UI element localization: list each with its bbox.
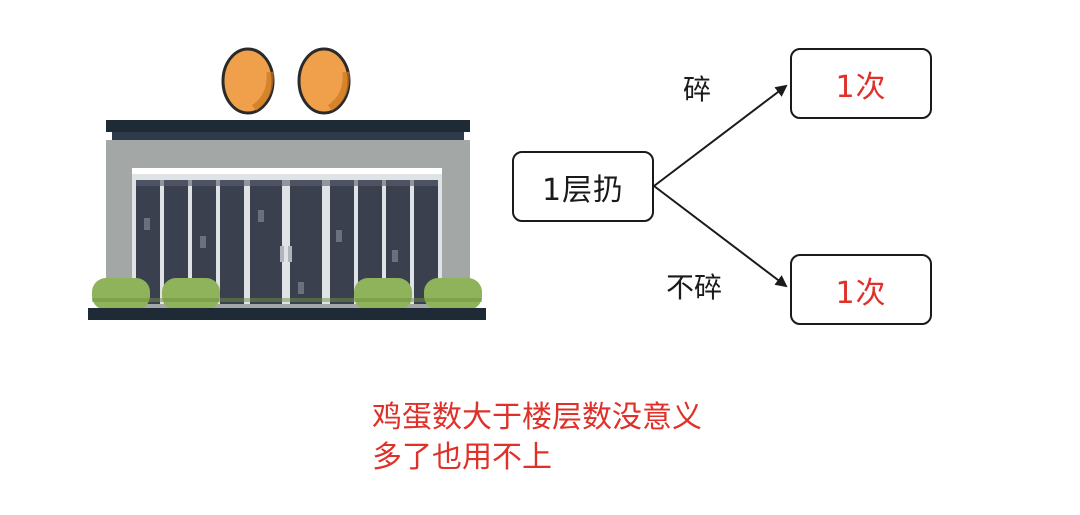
building-icon: [88, 120, 486, 320]
arrow-nobreak: [653, 185, 788, 288]
result-label-break: 1次: [835, 69, 887, 105]
egg-icon: [297, 47, 351, 115]
edge-label-nobreak: 不碎: [666, 271, 723, 304]
note-line-2: 多了也用不上: [372, 440, 552, 475]
result-label-nobreak: 1次: [835, 275, 887, 311]
note-line-1: 鸡蛋数大于楼层数没意义: [372, 400, 702, 435]
start-node-label: 1层扔: [541, 172, 625, 208]
result-node-nobreak: 1次: [790, 254, 932, 325]
note-text: 鸡蛋数大于楼层数没意义 多了也用不上: [372, 398, 702, 478]
result-node-break: 1次: [790, 48, 932, 119]
egg-icon: [221, 47, 275, 115]
start-node: 1层扔: [512, 151, 654, 222]
edge-label-break: 碎: [683, 73, 712, 106]
arrow-break: [653, 84, 788, 187]
